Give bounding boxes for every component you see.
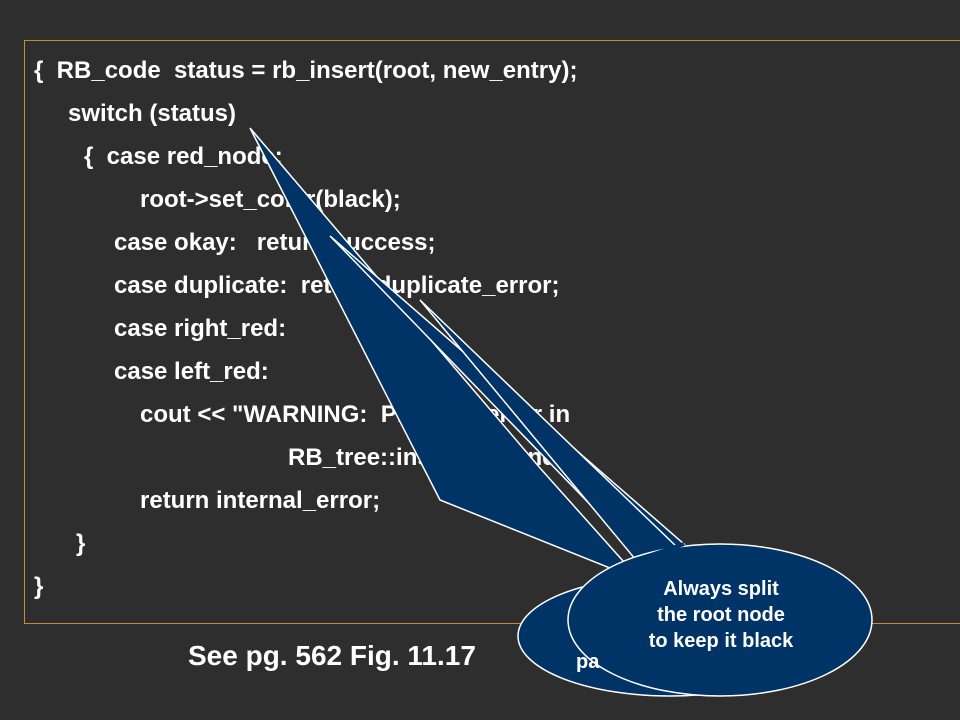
callout-back-text: pa: [576, 651, 600, 673]
code-line-1: { RB_code status = rb_insert(root, new_e…: [34, 57, 578, 84]
callout-line-2: the root node: [657, 604, 785, 626]
callout-line-1: Always split: [663, 578, 779, 600]
callout-line-3: to keep it black: [648, 630, 794, 652]
code-line-4: root->set_color(black);: [140, 186, 401, 213]
callout-front-bubble: [567, 543, 873, 697]
callout-front-text: Always split the root node to keep it bl…: [598, 576, 844, 654]
figure-caption: See pg. 562 Fig. 11.17: [188, 640, 476, 671]
code-line-13: }: [34, 573, 44, 600]
code-line-8: case left_red:: [114, 358, 269, 385]
code-line-7: case right_red:: [114, 315, 287, 342]
code-box: [24, 40, 960, 624]
code-line-12: }: [76, 530, 86, 557]
callout-back-pointer: [249, 127, 641, 581]
code-line-11: return internal_error;: [140, 487, 381, 514]
code-line-2: switch (status): [68, 100, 237, 127]
